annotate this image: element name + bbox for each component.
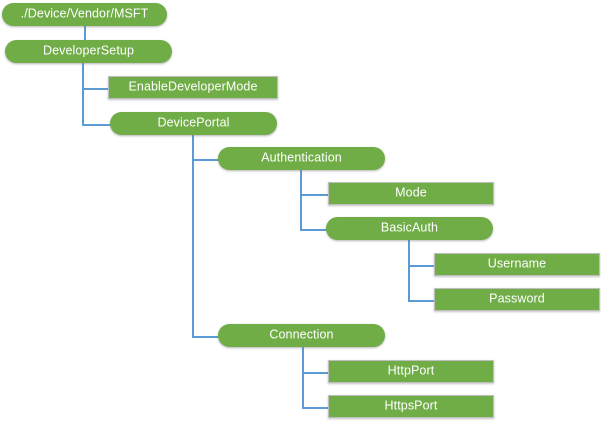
node-enabledevelopermode[interactable]: EnableDeveloperMode (108, 76, 278, 99)
node-password[interactable]: Password (434, 288, 600, 311)
edge-basicauth-to-username (408, 265, 436, 267)
node-label-enabledevelopermode: EnableDeveloperMode (128, 79, 258, 94)
trunk-developersetup (82, 63, 84, 125)
node-username[interactable]: Username (434, 253, 600, 276)
node-connection[interactable]: Connection (218, 324, 385, 347)
node-label-mode: Mode (395, 185, 427, 200)
trunk-authentication (300, 170, 302, 230)
edge-connection-to-httpsport (302, 407, 330, 409)
node-mode[interactable]: Mode (328, 182, 494, 205)
node-label-deviceportal: DevicePortal (157, 115, 230, 130)
node-label-httpsport: HttpsPort (384, 398, 438, 413)
node-label-httpport: HttpPort (387, 363, 435, 378)
node-label-username: Username (487, 256, 547, 271)
edge-developersetup-to-deviceportal (82, 124, 112, 126)
node-label-authentication: Authentication (261, 150, 342, 165)
node-label-root: ./Device/Vendor/MSFT (20, 6, 149, 21)
node-deviceportal[interactable]: DevicePortal (110, 112, 277, 135)
node-httpport[interactable]: HttpPort (328, 360, 494, 383)
trunk-connection (302, 347, 304, 408)
node-httpsport[interactable]: HttpsPort (328, 395, 494, 418)
node-label-developersetup: DeveloperSetup (42, 43, 135, 58)
edge-deviceportal-to-authentication (192, 159, 220, 161)
edge-basicauth-to-password (408, 300, 436, 302)
edge-root-to-developersetup (84, 26, 86, 40)
node-root[interactable]: ./Device/Vendor/MSFT (2, 3, 167, 26)
edge-authentication-to-basicauth (300, 229, 328, 231)
node-label-password: Password (489, 291, 545, 306)
edge-connection-to-httpport (302, 372, 330, 374)
edge-authentication-to-mode (300, 194, 330, 196)
node-authentication[interactable]: Authentication (218, 147, 385, 170)
node-label-basicauth: BasicAuth (380, 220, 439, 235)
edge-deviceportal-to-connection (192, 336, 220, 338)
node-label-connection: Connection (269, 327, 334, 342)
trunk-deviceportal (192, 135, 194, 337)
node-developersetup[interactable]: DeveloperSetup (5, 40, 172, 63)
trunk-basicauth (408, 240, 410, 301)
edge-developersetup-to-enabledevelopermode (82, 88, 110, 90)
node-basicauth[interactable]: BasicAuth (326, 217, 493, 240)
